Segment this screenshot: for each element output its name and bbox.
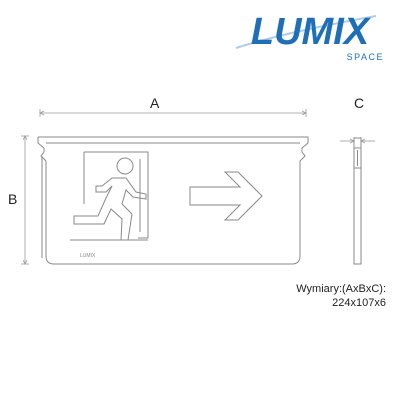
dimension-a	[39, 109, 307, 117]
label-a: A	[150, 95, 160, 111]
sign-side-view	[353, 137, 362, 265]
brand-logo: LUMIX SPACE	[226, 4, 394, 64]
brand-logo-text: LUMIX	[251, 11, 372, 53]
arrow-right-icon	[189, 171, 263, 221]
maker-mark: LUMIX	[80, 253, 96, 259]
dimension-b	[21, 135, 29, 265]
running-man-exit-door-icon	[70, 151, 149, 241]
dimensions-values: 224x107x6	[332, 297, 386, 309]
dimensions-caption: Wymiary:(AxBxC): 224x107x6	[236, 282, 386, 310]
label-c: C	[354, 95, 365, 111]
brand-logo-subtext: SPACE	[347, 52, 384, 62]
logo-swoosh	[235, 15, 377, 49]
sign-front-view	[37, 136, 309, 265]
dimensions-title: Wymiary:(AxBxC):	[296, 283, 386, 295]
label-b: B	[8, 191, 18, 207]
